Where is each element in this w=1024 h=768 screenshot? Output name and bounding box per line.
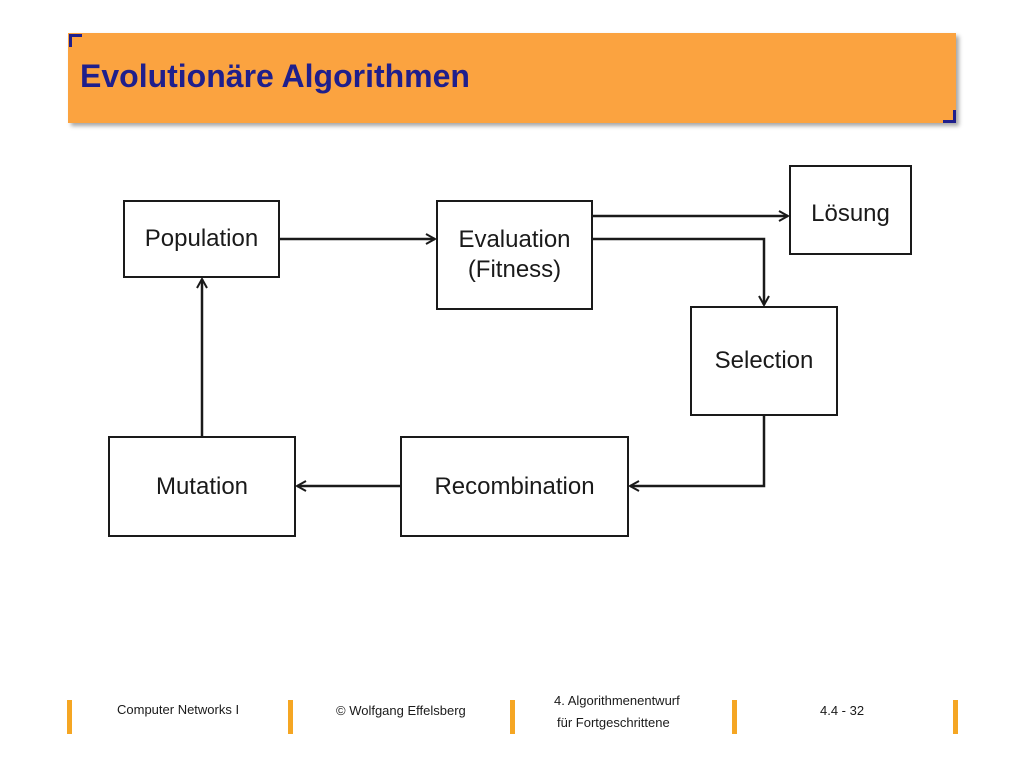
footer-divider [732, 700, 737, 734]
footer-author: © Wolfgang Effelsberg [336, 703, 466, 718]
arrow-evaluation-to-selection [593, 237, 764, 305]
node-population-label: Population [144, 225, 259, 252]
footer-divider [953, 700, 958, 734]
node-evaluation-label: Evaluation (Fitness) [458, 226, 571, 283]
footer-divider [510, 700, 515, 734]
title-corner-bracket-top-left [69, 34, 82, 47]
slide-title: Evolutionäre Algorithmen [80, 58, 470, 94]
title-bar [68, 33, 956, 123]
footer-divider [67, 700, 72, 734]
node-recombination: Recombination [400, 436, 629, 537]
node-evaluation: Evaluation (Fitness) [436, 200, 593, 310]
footer-chapter-line2: für Fortgeschrittene [557, 715, 670, 730]
arrow-selection-to-recombination [630, 416, 766, 486]
node-recombination-label: Recombination [434, 472, 595, 500]
title-corner-bracket-bottom-right [943, 110, 956, 123]
node-selection-label: Selection [714, 347, 814, 374]
node-mutation-label: Mutation [155, 472, 249, 500]
node-population: Population [123, 200, 280, 278]
footer-course: Computer Networks I [117, 702, 240, 717]
node-selection: Selection [690, 306, 838, 416]
node-loesung: Lösung [789, 165, 912, 255]
node-loesung-label: Lösung [811, 200, 890, 227]
footer-divider [288, 700, 293, 734]
node-mutation: Mutation [108, 436, 296, 537]
footer-chapter-line1: 4. Algorithmenentwurf [554, 693, 680, 708]
footer-page-number: 4.4 - 32 [820, 703, 865, 718]
